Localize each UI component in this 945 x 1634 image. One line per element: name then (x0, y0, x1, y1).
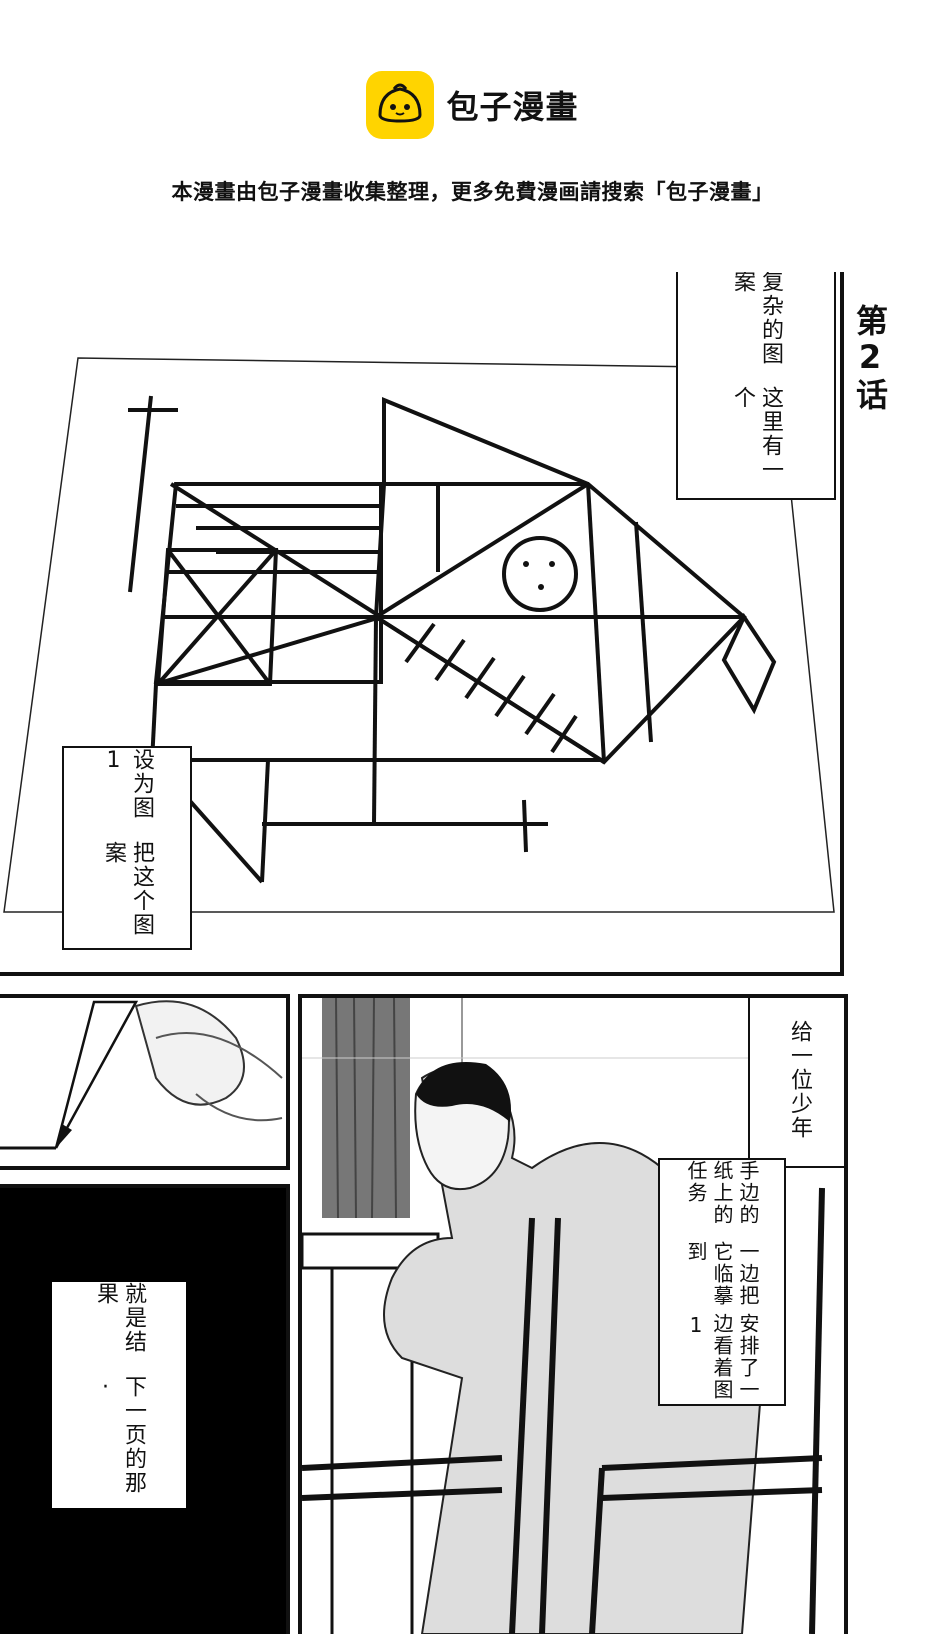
panel-next-page: 下一页的那· 就是结果 (0, 1184, 290, 1634)
caption-pattern-here: 这里有一个 复杂的图案 (676, 272, 836, 500)
bun-mascot-icon (366, 71, 435, 139)
caption-line: 设为图1 (101, 748, 154, 820)
brand-name[interactable]: 包子漫畫 (446, 88, 579, 126)
caption-line: 把这个图案 (101, 840, 154, 937)
caption-line: 一边把它临摹到 (684, 1241, 760, 1308)
caption-next-page: 下一页的那· 就是结果 (52, 1282, 186, 1508)
caption-task: 安排了一边看着图1 一边把它临摹到 手边的纸上的任务 (658, 1158, 786, 1406)
caption-line: 就是结果 (93, 1282, 146, 1354)
caption-line: 手边的纸上的任务 (684, 1160, 760, 1226)
caption-line: 给一位少年 (787, 1020, 812, 1140)
panel-boy: 给一位少年 安排了一边看着图1 一边把它临摹到 手边的纸上的任务 (298, 994, 848, 1634)
chapter-label: 第2话 (851, 304, 889, 412)
caption-line: 下一页的那· (93, 1374, 146, 1495)
caption-give-boy: 给一位少年 (748, 998, 844, 1168)
pencil-drawing (0, 998, 286, 1166)
panel-pattern: 这里有一个 复杂的图案 把这个图案 设为图1 (0, 272, 844, 976)
caption-line: 安排了一边看着图1 (684, 1312, 760, 1401)
pattern-drawing (3, 357, 835, 913)
panel-pencil (0, 994, 290, 1170)
site-header: 包子漫畫 (0, 70, 945, 140)
site-notice: 本漫畫由包子漫畫收集整理，更多免費漫画請搜索「包子漫畫」 (171, 180, 774, 204)
caption-line: 复杂的图案 (730, 272, 783, 366)
caption-call-it: 把这个图案 设为图1 (62, 746, 192, 950)
caption-line: 这里有一个 (730, 386, 783, 482)
